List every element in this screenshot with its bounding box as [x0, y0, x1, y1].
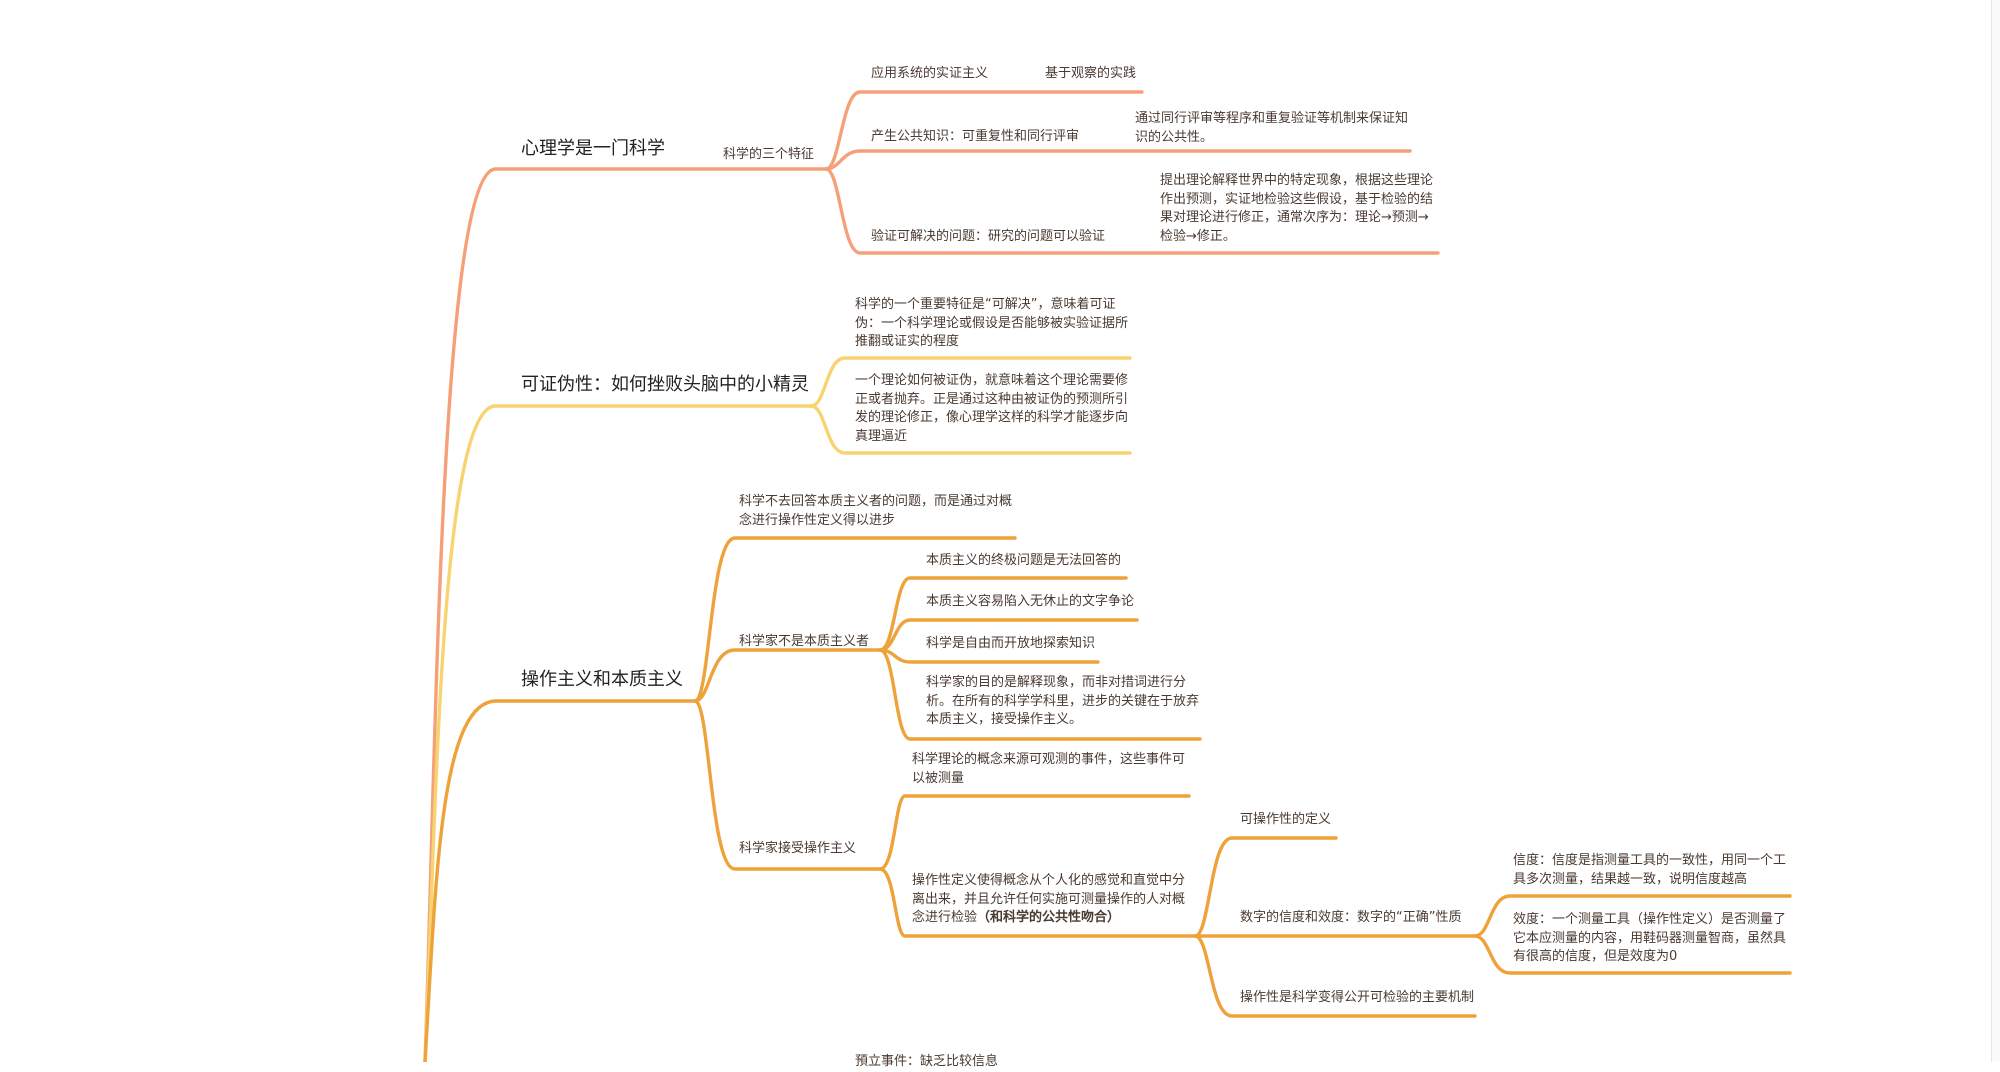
subtopic-accept-operationism[interactable]: 科学家接受操作主义 — [739, 841, 857, 856]
node-solvable-problems[interactable]: 验证可解决的问题：研究的问题可以验证 — [871, 229, 1106, 244]
node-validity[interactable]: 效度：一个测量工具（操作性定义）是否测量了它本应测量的内容，用鞋码器测量智商，虽… — [1513, 912, 1787, 964]
topic-falsifiability[interactable]: 可证伪性：如何挫败头脑中的小精灵 — [521, 374, 809, 395]
vertical-scrollbar[interactable] — [1991, 0, 2000, 1062]
node-reliability-validity[interactable]: 数字的信度和效度：数字的“正确”性质 — [1240, 910, 1462, 925]
topic-operationism-essentialism[interactable]: 操作主义和本质主义 — [521, 669, 683, 690]
node-partial-cutoff[interactable]: 預立事件：缺乏比较信息 — [855, 1054, 999, 1069]
node-public-knowledge-detail[interactable]: 通过同行评审等程序和重复验证等机制来保证知识的公共性。 — [1135, 111, 1409, 145]
subtopic-three-features[interactable]: 科学的三个特征 — [723, 147, 815, 162]
node-operational-definition-progress[interactable]: 科学不去回答本质主义者的问题，而是通过对概念进行操作性定义得以进步 — [739, 494, 1013, 528]
node-falsifiability-revision[interactable]: 一个理论如何被证伪，就意味着这个理论需要修正或者抛弃。正是通过这种由被证伪的预测… — [855, 373, 1129, 444]
node-scientist-goal[interactable]: 科学家的目的是解释现象，而非对措词进行分析。在所有的科学学科里，进步的关键在于放… — [926, 675, 1200, 727]
node-operational-separation-bold: （和科学的公共性吻合） — [977, 910, 1121, 925]
topic-psychology-is-science[interactable]: 心理学是一门科学 — [521, 138, 665, 159]
node-operational-separation[interactable]: 操作性定义使得概念从个人化的感觉和直觉中分离出来，并且允许任何实施可测量操作的人… — [912, 872, 1195, 928]
node-reliability[interactable]: 信度：信度是指测量工具的一致性，用同一个工具多次测量，结果越一致，说明信度越高 — [1513, 853, 1787, 887]
node-falsifiability-definition[interactable]: 科学的一个重要特征是“可解决”，意味着可证伪：一个科学理论或假设是否能够被实验证… — [855, 297, 1129, 349]
node-operable-definition[interactable]: 可操作性的定义 — [1240, 812, 1332, 827]
node-essentialism-unanswerable[interactable]: 本质主义的终极问题是无法回答的 — [926, 553, 1122, 568]
branch-3-connectors — [423, 536, 1792, 1064]
node-science-free-exploration[interactable]: 科学是自由而开放地探索知识 — [926, 636, 1096, 651]
node-essentialism-word-disputes[interactable]: 本质主义容易陷入无休止的文字争论 — [926, 594, 1135, 609]
node-public-knowledge[interactable]: 产生公共知识：可重复性和同行评审 — [871, 129, 1080, 144]
node-operational-separation-text: 操作性定义使得概念从个人化的感觉和直觉中分离出来，并且允许任何实施可测量操作的人… — [912, 873, 1186, 925]
node-concepts-observable[interactable]: 科学理论的概念来源可观测的事件，这些事件可以被测量 — [912, 752, 1186, 786]
node-systematic-empiricism[interactable]: 应用系统的实证主义 — [871, 66, 989, 81]
node-solvable-problems-detail[interactable]: 提出理论解释世界中的特定现象，根据这些理论作出预测，实证地检验这些假设，基于检验… — [1160, 173, 1434, 244]
node-observation-practice[interactable]: 基于观察的实践 — [1045, 66, 1137, 81]
node-operational-public-mechanism[interactable]: 操作性是科学变得公开可检验的主要机制 — [1240, 990, 1475, 1005]
branch-2-connectors — [423, 356, 1132, 1064]
subtopic-not-essentialists[interactable]: 科学家不是本质主义者 — [739, 634, 870, 649]
